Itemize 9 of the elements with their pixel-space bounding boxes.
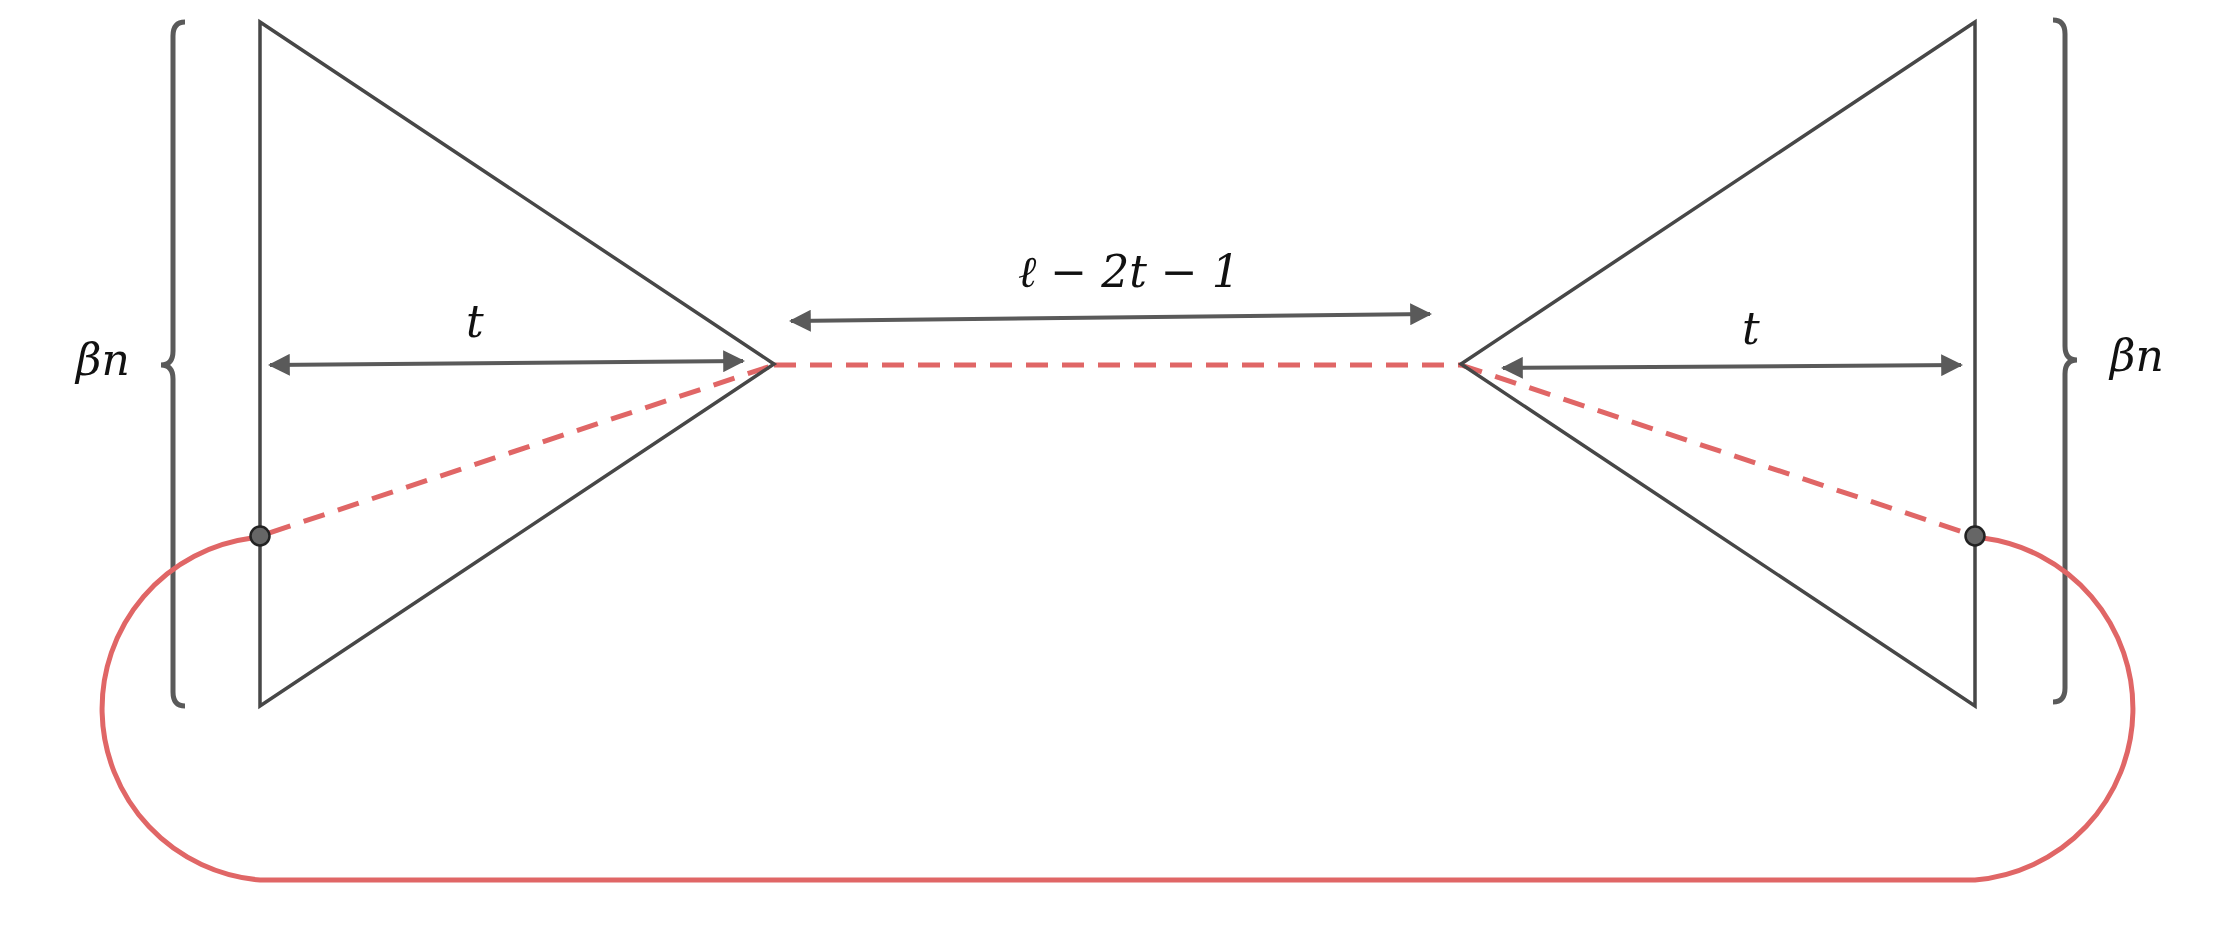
dimension-label: βn: [76, 338, 130, 382]
dimension-label: ℓ − 2t − 1: [1018, 250, 1240, 294]
dimension-label: t: [466, 300, 484, 344]
curved-line: [100, 535, 2135, 883]
vertex-dot: [249, 525, 271, 547]
dashed-line: [774, 362, 1461, 368]
vertex-dot: [1964, 525, 1986, 547]
dimension-label: t: [1742, 307, 1760, 351]
dimension-label: βn: [2110, 334, 2164, 378]
